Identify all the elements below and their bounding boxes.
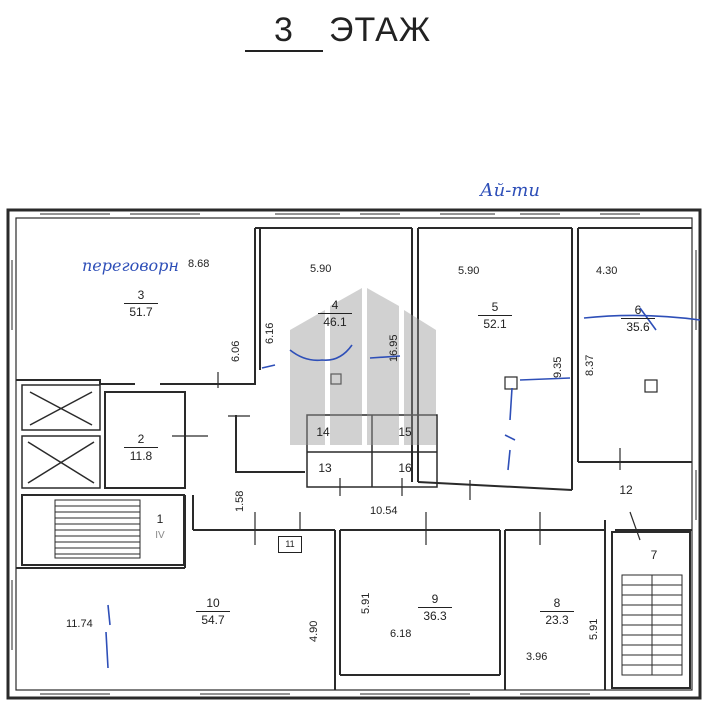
floor-word: ЭТАЖ bbox=[329, 11, 432, 49]
room-12-label: 12 bbox=[614, 483, 638, 498]
partitions bbox=[16, 227, 692, 690]
room-13-number: 13 bbox=[318, 461, 332, 475]
outer-wall bbox=[6, 208, 702, 700]
room-6-label: 6 35.6 bbox=[621, 303, 655, 335]
dim-1174: 11.74 bbox=[66, 618, 93, 630]
room-2-label: 2 11.8 bbox=[124, 432, 158, 464]
room-4-label: 4 46.1 bbox=[318, 298, 352, 330]
room-8-area: 23.3 bbox=[540, 611, 574, 628]
room-10-area: 54.7 bbox=[196, 611, 230, 628]
dim-158: 1.58 bbox=[234, 490, 246, 512]
room-14-label: 14 bbox=[314, 425, 332, 440]
elevator-shafts bbox=[21, 384, 101, 489]
room-15-label: 15 bbox=[396, 425, 414, 440]
dim-430: 4.30 bbox=[596, 265, 618, 277]
inner-outline bbox=[15, 217, 693, 691]
room-6-number: 6 bbox=[634, 303, 642, 317]
room-7-number: 7 bbox=[650, 548, 658, 562]
room-6-area: 35.6 bbox=[621, 318, 655, 335]
door-ticks bbox=[172, 372, 641, 545]
room-3-area: 51.7 bbox=[124, 303, 158, 320]
pen-marks bbox=[105, 307, 701, 669]
windows-top bbox=[11, 213, 697, 695]
room-3-number: 3 bbox=[137, 288, 145, 302]
wc-block bbox=[306, 414, 438, 488]
room-2-number: 2 bbox=[137, 432, 145, 446]
room-13-label: 13 bbox=[316, 461, 334, 476]
watermark-logo bbox=[290, 288, 436, 445]
room-16-number: 16 bbox=[398, 461, 412, 475]
handwritten-room3-note: переговорн bbox=[82, 256, 179, 275]
room-1-label: 1 IV bbox=[150, 512, 170, 543]
room-4-number: 4 bbox=[331, 298, 339, 312]
room-10-number: 10 bbox=[206, 596, 220, 610]
room-11-label: 11 bbox=[278, 536, 302, 553]
column-markers bbox=[330, 373, 658, 393]
stair-treads-7 bbox=[621, 574, 683, 676]
dim-590a: 5.90 bbox=[310, 263, 332, 275]
room-10-label: 10 54.7 bbox=[196, 596, 230, 628]
room-5-number: 5 bbox=[491, 300, 499, 314]
dim-606: 6.06 bbox=[230, 340, 242, 362]
room-14-number: 14 bbox=[316, 425, 330, 439]
room-2-area: 11.8 bbox=[124, 447, 158, 464]
room-3-label: 3 51.7 bbox=[124, 288, 158, 320]
room-16-label: 16 bbox=[396, 461, 414, 476]
room-12-number: 12 bbox=[619, 483, 633, 497]
dim-695: 16.95 bbox=[388, 334, 400, 362]
dim-616: 6.16 bbox=[264, 322, 276, 344]
room-9-number: 9 bbox=[431, 592, 439, 606]
dim-1054: 10.54 bbox=[370, 505, 398, 517]
room-15-number: 15 bbox=[398, 425, 412, 439]
dim-490: 4.90 bbox=[308, 620, 320, 642]
room-9-label: 9 36.3 bbox=[418, 592, 452, 624]
dim-591a: 5.91 bbox=[360, 592, 372, 614]
dim-618: 6.18 bbox=[390, 628, 412, 640]
room-5-label: 5 52.1 bbox=[478, 300, 512, 332]
handwritten-top-note: Ай-ти bbox=[480, 180, 540, 201]
dim-396: 3.96 bbox=[526, 651, 548, 663]
room-1-number: 1 bbox=[156, 512, 164, 526]
floor-number: 3 bbox=[245, 10, 323, 52]
dim-868: 8.68 bbox=[188, 258, 210, 270]
dim-837: 8.37 bbox=[584, 354, 596, 376]
room-1-extra: IV bbox=[155, 530, 165, 541]
room-8-number: 8 bbox=[553, 596, 561, 610]
dim-590b: 5.90 bbox=[458, 265, 480, 277]
dim-935: 9.35 bbox=[552, 356, 564, 378]
room-8-label: 8 23.3 bbox=[540, 596, 574, 628]
room-7-label: 7 bbox=[644, 548, 664, 563]
stair-treads-1 bbox=[54, 499, 141, 559]
room-11-number: 11 bbox=[285, 539, 295, 549]
dim-591b: 5.91 bbox=[588, 618, 600, 640]
room-4-area: 46.1 bbox=[318, 313, 352, 330]
room-5-area: 52.1 bbox=[478, 315, 512, 332]
room-9-area: 36.3 bbox=[418, 607, 452, 624]
